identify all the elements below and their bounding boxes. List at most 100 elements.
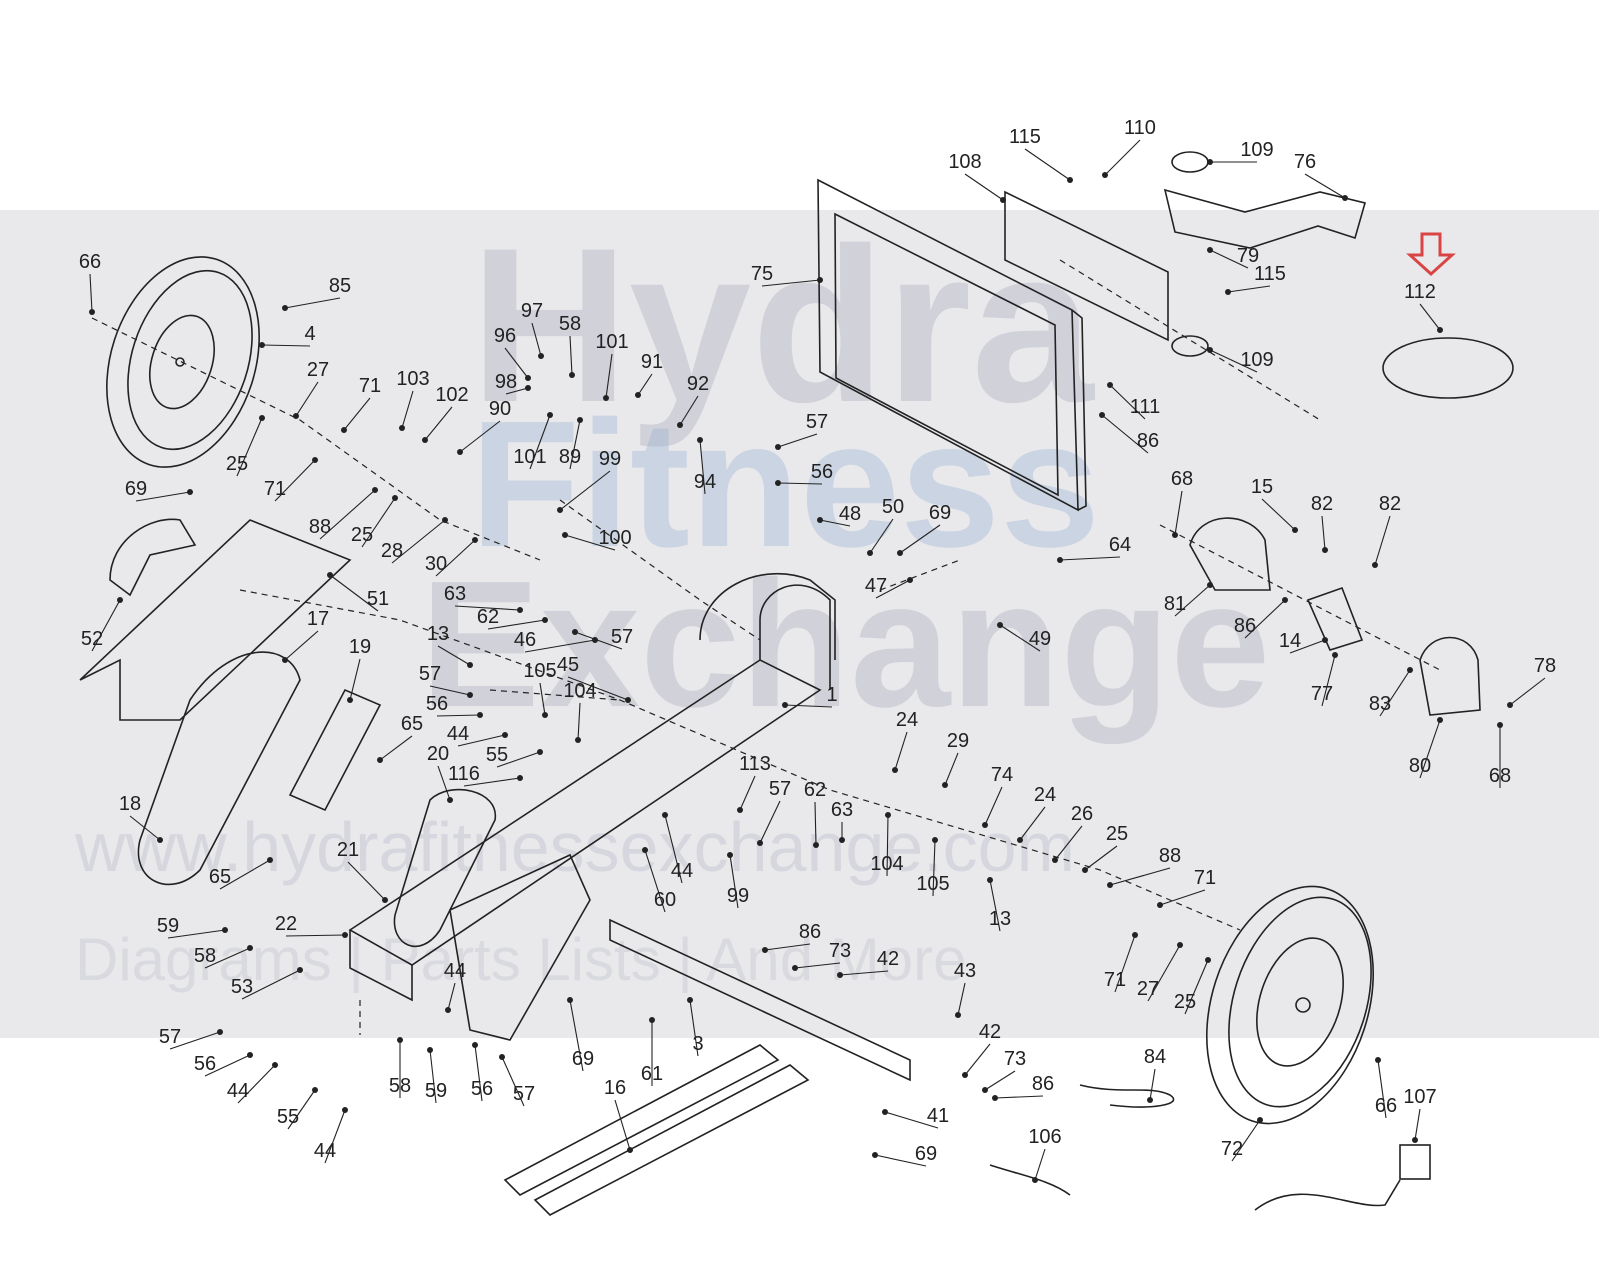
callout-label-c83: 83 [1369,693,1391,715]
callout-label-c109a: 109 [1240,139,1273,161]
callout-label-c56a: 56 [194,1053,216,1075]
callout-label-c101b: 101 [513,446,546,468]
callout-leader-c110 [1104,139,1141,176]
callout-leader-c91 [637,373,653,396]
callout-leader-c46 [524,639,596,653]
callout-label-c111: 111 [1130,396,1160,418]
callout-leader-c88b [1109,867,1171,886]
callout-leader-c15 [1261,498,1296,531]
callout-label-c24a: 24 [896,709,918,731]
callout-label-c86c: 86 [1137,430,1159,452]
callout-label-c80: 80 [1409,755,1431,777]
callout-leader-c25c [1084,845,1118,871]
callout-label-c25d: 25 [1174,991,1196,1013]
console-mast [1163,188,1366,249]
callout-leader-c68a [1174,490,1183,536]
callout-label-c77: 77 [1311,683,1333,705]
callout-label-c62a: 62 [477,606,499,628]
callout-leader-c74 [984,786,1003,826]
callout-label-c16: 16 [604,1077,626,1099]
flywheel-left [106,256,260,468]
callout-leader-c44d [457,734,506,747]
callout-label-c82b: 82 [1379,493,1401,515]
callout-label-c89: 89 [559,446,581,468]
callout-leader-c43 [957,982,966,1016]
callout-leader-c105b [932,839,936,897]
callout-label-c51: 51 [367,588,389,610]
callout-label-c46: 46 [514,629,536,651]
callout-leader-c72 [1231,1119,1261,1162]
callout-leader-c25d [1184,959,1209,1015]
callout-leader-c73a [794,962,841,969]
callout-label-c3: 3 [692,1033,703,1055]
callout-leader-c44b [324,1109,346,1164]
callout-leader-c16 [614,1099,631,1151]
callout-leader-c105a [539,682,546,716]
callout-label-c53: 53 [231,976,253,998]
callout-labels: 6685427257171881031022528903097965898101… [79,117,1556,1181]
callout-leader-c28 [391,519,446,564]
callout-leader-c78 [1509,677,1546,706]
footrest-left [137,651,301,886]
callout-label-c47: 47 [865,575,887,597]
callout-label-c82a: 82 [1311,493,1333,515]
callout-leader-c83 [1379,669,1411,717]
callout-label-c73a: 73 [829,940,851,962]
fan-wheel-right [1205,885,1375,1125]
callout-leader-c106 [1034,1148,1046,1181]
callout-leader-c27b [1147,944,1181,1002]
callout-leader-c94 [699,439,706,495]
callout-label-c90: 90 [489,398,511,420]
callout-label-c44c: 44 [444,960,466,982]
callout-label-c101a: 101 [595,331,628,353]
callout-label-c63a: 63 [444,583,466,605]
callout-label-c91: 91 [641,351,663,373]
callout-leader-c71a [343,397,371,431]
callout-leader-c57d [574,631,623,650]
callout-label-c98: 98 [495,371,517,393]
callout-label-c61: 61 [641,1063,663,1085]
callout-leader-c92 [679,395,699,426]
callout-leader-c20 [437,765,451,801]
callout-leader-c41 [884,1111,939,1129]
callout-leader-c44c [447,982,456,1011]
callout-leader-c58b [204,947,251,969]
main-frame [348,572,836,1002]
callout-leader-c52 [91,599,121,652]
callout-leader-c76 [1304,173,1346,199]
callout-label-c4: 4 [304,323,315,345]
callout-leader-c26 [1054,825,1083,861]
fan-housing-right [1419,636,1481,716]
callout-label-c97: 97 [521,300,543,322]
callout-label-c110: 110 [1124,117,1156,139]
callout-leader-c107 [1414,1108,1421,1141]
callout-leader-c4 [261,344,311,347]
callout-label-c68b: 68 [1489,765,1511,787]
callout-label-c26: 26 [1071,803,1093,825]
callout-leader-c55b [496,751,541,768]
callout-label-c18: 18 [119,793,141,815]
callout-label-c58c: 58 [389,1075,411,1097]
callout-label-c109b: 109 [1240,349,1273,371]
callout-leader-c77 [1321,654,1336,707]
callout-label-c44d: 44 [447,723,469,745]
callout-label-c105a: 105 [523,660,556,682]
callout-label-c74: 74 [991,764,1013,786]
callout-leader-c44e [664,814,683,884]
callout-label-c24b: 24 [1034,784,1056,806]
callout-label-c48: 48 [839,503,861,525]
callout-label-c45: 45 [557,654,579,676]
callout-label-c81: 81 [1164,593,1186,615]
callout-leader-c82b [1374,515,1391,566]
callout-label-c44b: 44 [314,1140,336,1162]
callout-label-c57a: 57 [159,1026,181,1048]
callout-label-c17: 17 [307,608,329,630]
callout-leader-c65b [219,859,271,890]
callout-leader-c57f [759,800,781,844]
callout-label-c112: 112 [1404,281,1436,303]
callout-leader-c71d [1114,934,1136,993]
callout-label-c69b: 69 [572,1048,594,1070]
callout-leader-c63a [454,605,521,611]
callout-leader-c65a [379,735,413,761]
callout-label-c59b: 59 [425,1080,447,1102]
